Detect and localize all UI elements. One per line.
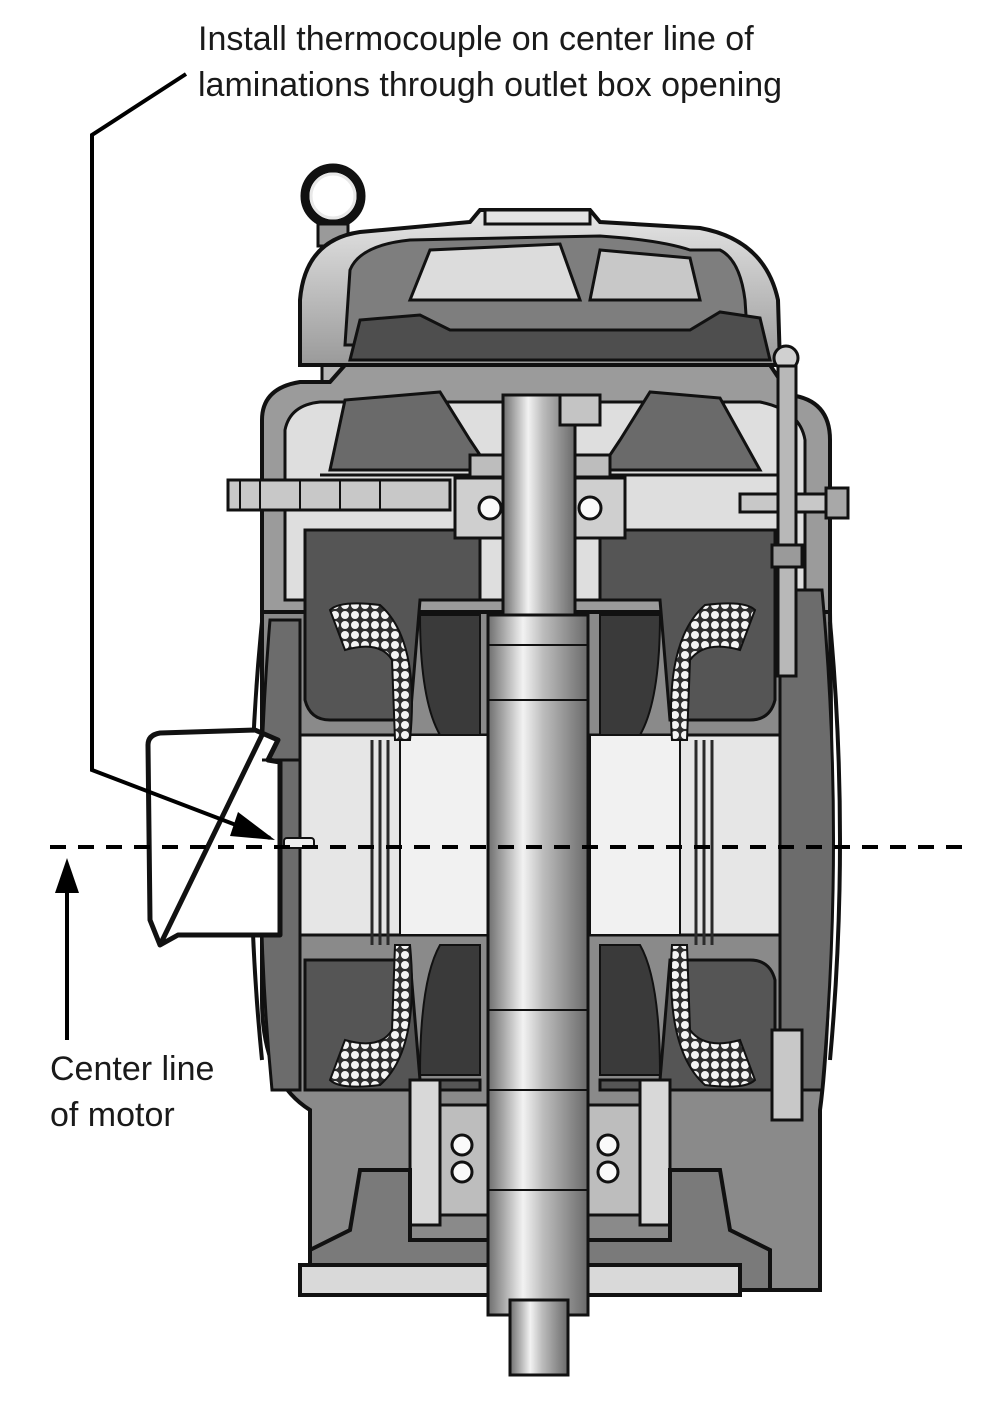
lower-bearing xyxy=(408,1078,672,1227)
thermocouple-instruction-label: Install thermocouple on center line of l… xyxy=(198,16,782,108)
thermocouple-instruction-line-2: laminations through outlet box opening xyxy=(198,66,783,104)
leader-arrowhead xyxy=(230,812,275,840)
center-line-label-line-2: of motor xyxy=(50,1096,175,1134)
stator-windings xyxy=(328,602,757,1088)
centerline-arrowhead xyxy=(55,858,79,893)
vertical-bolt-right xyxy=(770,344,804,1122)
outlet-box xyxy=(145,727,300,948)
centerline-arrow xyxy=(55,858,79,1040)
thermocouple-instruction-line-1: Install thermocouple on center line of xyxy=(198,20,754,58)
through-bolt-left xyxy=(226,478,452,512)
top-drip-cover xyxy=(298,208,783,367)
center-line-label: Center line of motor xyxy=(50,1046,214,1138)
center-line-label-line-1: Center line xyxy=(50,1050,215,1088)
motor-shaft xyxy=(486,393,602,1377)
thermocouple-leader-line xyxy=(90,72,275,840)
